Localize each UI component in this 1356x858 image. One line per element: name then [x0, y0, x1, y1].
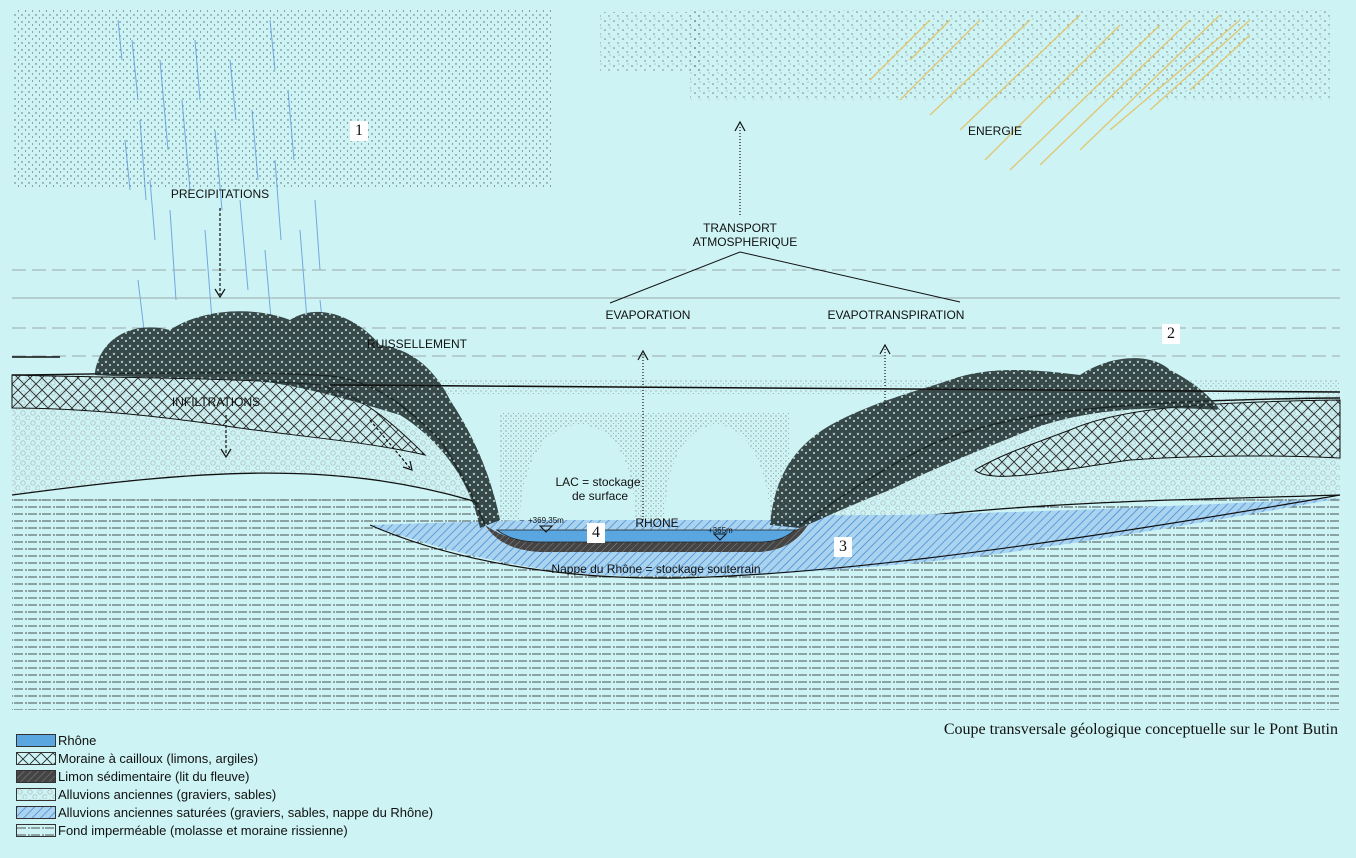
label-precipitations: PRECIPITATIONS: [170, 187, 270, 201]
energy-rays: [869, 14, 1251, 171]
rhone-river: [495, 529, 797, 543]
marker-3: 3: [834, 537, 852, 557]
label-ruissellement: RUISSELLEMENT: [366, 337, 468, 351]
label-rhone: RHONE: [635, 516, 679, 530]
legend-label: Limon sédimentaire (lit du fleuve): [58, 768, 250, 784]
cloud-left: [12, 10, 552, 188]
water-level-marker-left: [538, 525, 554, 533]
legend-label: Rhône: [58, 732, 97, 748]
legend-item-saturees: Alluvions anciennes saturées (graviers, …: [16, 803, 433, 821]
legend-label: Alluvions anciennes (graviers, sables): [58, 786, 277, 802]
flow-arrows: [214, 120, 961, 520]
legend-item-molasse: Fond imperméable (molasse et moraine ris…: [16, 821, 433, 839]
cloud-right: [690, 10, 1330, 100]
layer-saturated-alluvium: [370, 498, 1340, 577]
legend-item-limon: Limon sédimentaire (lit du fleuve): [16, 767, 433, 785]
marker-4: 4: [587, 523, 605, 543]
vegetation-right: [770, 358, 1220, 528]
elevation-right: +365m: [708, 526, 733, 535]
vegetation-left: [95, 311, 500, 528]
layer-limon-riverbed: [485, 525, 808, 552]
legend-label: Fond imperméable (molasse et moraine ris…: [58, 822, 348, 838]
legend: Rhône Moraine à cailloux (limons, argile…: [16, 731, 433, 839]
cloud-middle-small: [600, 12, 700, 72]
label-energie: ENERGIE: [967, 124, 1023, 138]
legend-swatch-rhone: [16, 733, 56, 747]
bridge-arches: [500, 412, 790, 520]
label-infiltrations: INFILTRATIONS: [171, 395, 261, 409]
legend-swatch-saturees: [16, 805, 56, 819]
legend-item-rhone: Rhône: [16, 731, 433, 749]
legend-label: Moraine à cailloux (limons, argiles): [58, 750, 259, 766]
label-evaporation: EVAPORATION: [605, 308, 691, 322]
marker-2: 2: [1162, 324, 1180, 344]
legend-item-alluvions: Alluvions anciennes (graviers, sables): [16, 785, 433, 803]
legend-swatch-alluvions: [16, 787, 56, 801]
bridge-deck-texture: [330, 380, 1340, 394]
elevation-left: +369,35m: [528, 516, 564, 525]
label-lac-line2: de surface: [571, 489, 629, 503]
legend-swatch-limon: [16, 769, 56, 783]
legend-label: Alluvions anciennes saturées (graviers, …: [58, 804, 434, 820]
figure-caption: Coupe transversale géologique conceptuel…: [943, 721, 1338, 738]
marker-1: 1: [350, 121, 368, 141]
aquifer-boundary: [369, 494, 1341, 579]
water-level-marker-right: [712, 533, 728, 541]
legend-swatch-moraine: [16, 751, 56, 765]
label-nappe: Nappe du Rhône = stockage souterrain: [551, 562, 761, 576]
label-transport-line1: TRANSPORT: [703, 221, 777, 235]
layer-moraine-left: [11, 374, 427, 456]
legend-item-moraine: Moraine à cailloux (limons, argiles): [16, 749, 433, 767]
legend-swatch-molasse: [16, 823, 56, 837]
label-lac-line1: LAC = stockage: [555, 475, 641, 489]
label-transport-line2: ATMOSPHERIQUE: [692, 235, 798, 249]
bridge-deck-line: [329, 384, 1341, 393]
label-evapotranspiration: EVAPOTRANSPIRATION: [827, 308, 965, 322]
layer-moraine-right: [974, 399, 1341, 477]
